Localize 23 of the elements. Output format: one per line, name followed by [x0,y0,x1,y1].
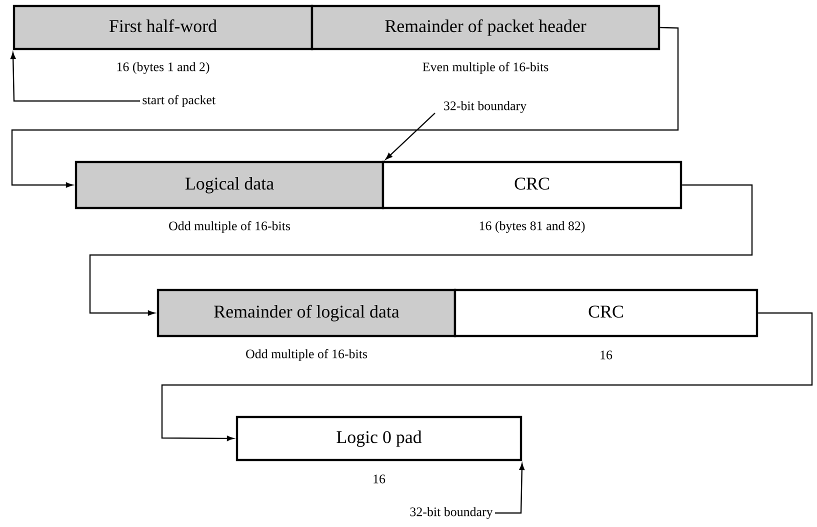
size-label: Even multiple of 16-bits [422,62,548,74]
connector-arrow [161,312,813,442]
shaded-field-box: First half-word [12,4,314,50]
leader-line [386,112,436,160]
shaded-field-box: Remainder of logical data [156,288,456,338]
size-label: 16 (bytes 81 and 82) [480,221,585,233]
size-label: 16 (bytes 1 and 2) [117,62,210,74]
shaded-field-box: Remainder of packet header [310,4,660,50]
connector-arrow [11,26,679,188]
field-box: CRC [454,288,758,338]
connector-arrow [89,184,753,316]
annotation-text: 32-bit boundary [444,101,526,113]
annotation-text: 32-bit boundary [410,507,493,519]
size-label: 16 [600,350,612,360]
size-label: Odd multiple of 16-bits [246,349,368,361]
annotation-text: start of packet [142,95,216,107]
field-box: CRC [382,160,682,210]
size-label: 16 [374,474,386,484]
leader-line [10,52,140,102]
size-label: Odd multiple of 16-bits [169,221,290,233]
leader-line [495,463,525,514]
field-box: Logic 0 pad [236,416,522,462]
shaded-field-box: Logical data [74,160,384,210]
